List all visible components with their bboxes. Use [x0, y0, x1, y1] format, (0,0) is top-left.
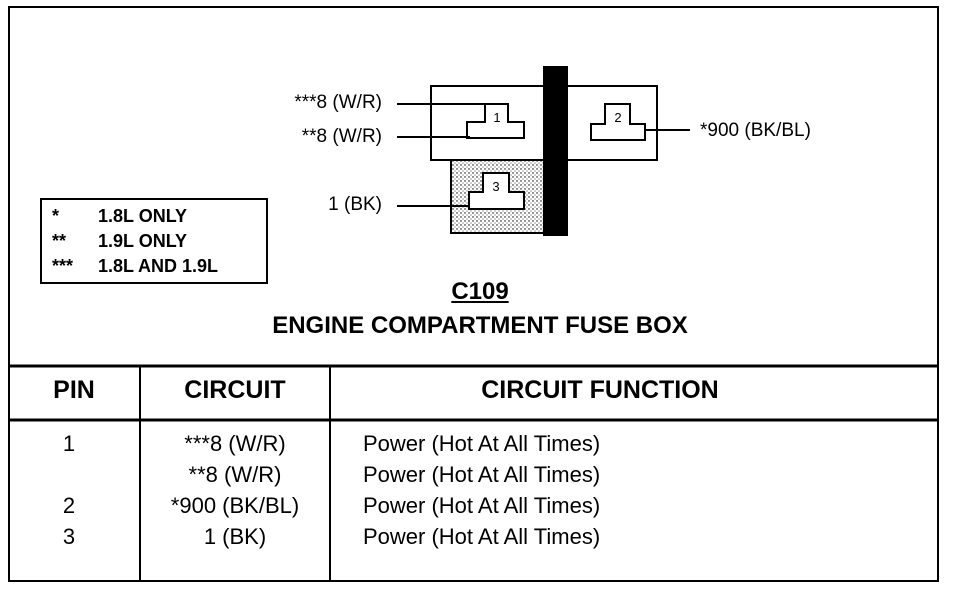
pin-2-label: 2	[614, 110, 621, 125]
legend-item: *** 1.8L AND 1.9L	[52, 256, 218, 277]
wire-2-label: **8 (W/R)	[301, 126, 382, 147]
row-3-circuit: *900 (BK/BL)	[170, 493, 300, 518]
row-1-pin: 1	[62, 431, 76, 456]
header-pin: PIN	[53, 376, 95, 404]
row-1-function: Power (Hot At All Times)	[363, 431, 601, 456]
header-function: CIRCUIT FUNCTION	[481, 376, 719, 404]
terminal-2-shape	[590, 103, 646, 141]
legend-box: * 1.8L ONLY ** 1.9L ONLY *** 1.8L AND 1.9L	[40, 198, 268, 284]
row-4-function: Power (Hot At All Times)	[363, 524, 601, 549]
row-4-pin: 3	[62, 524, 76, 549]
row-2-function: Power (Hot At All Times)	[363, 462, 601, 487]
legend-text: 1.9L ONLY	[98, 231, 188, 251]
terminal-1-shape	[466, 103, 525, 139]
row-3-pin: 2	[62, 493, 76, 518]
diagram-frame	[8, 6, 939, 582]
row-3-function: Power (Hot At All Times)	[363, 493, 601, 518]
legend-item: * 1.8L ONLY	[52, 206, 187, 227]
pin-1-label: 1	[493, 110, 500, 125]
row-2-circuit: **8 (W/R)	[188, 462, 282, 487]
connector-divider-bar	[543, 66, 568, 236]
wire-4-label: *900 (BK/BL)	[700, 120, 811, 141]
connector-name: ENGINE COMPARTMENT FUSE BOX	[272, 312, 688, 339]
connector-code: C109	[451, 278, 509, 305]
legend-text: 1.8L AND 1.9L	[98, 256, 219, 276]
row-4-circuit: 1 (BK)	[203, 524, 267, 549]
pin-3-label: 3	[492, 179, 499, 194]
legend-symbol: *	[52, 206, 60, 226]
wire-3-label: 1 (BK)	[328, 194, 382, 215]
row-1-circuit: ***8 (W/R)	[184, 431, 286, 456]
wire-1-label: ***8 (W/R)	[294, 92, 382, 113]
legend-symbol: **	[52, 231, 67, 251]
legend-item: ** 1.9L ONLY	[52, 231, 187, 252]
legend-text: 1.8L ONLY	[98, 206, 188, 226]
header-circuit: CIRCUIT	[184, 376, 286, 404]
terminal-3-shape	[468, 172, 525, 210]
legend-symbol: ***	[52, 256, 74, 276]
